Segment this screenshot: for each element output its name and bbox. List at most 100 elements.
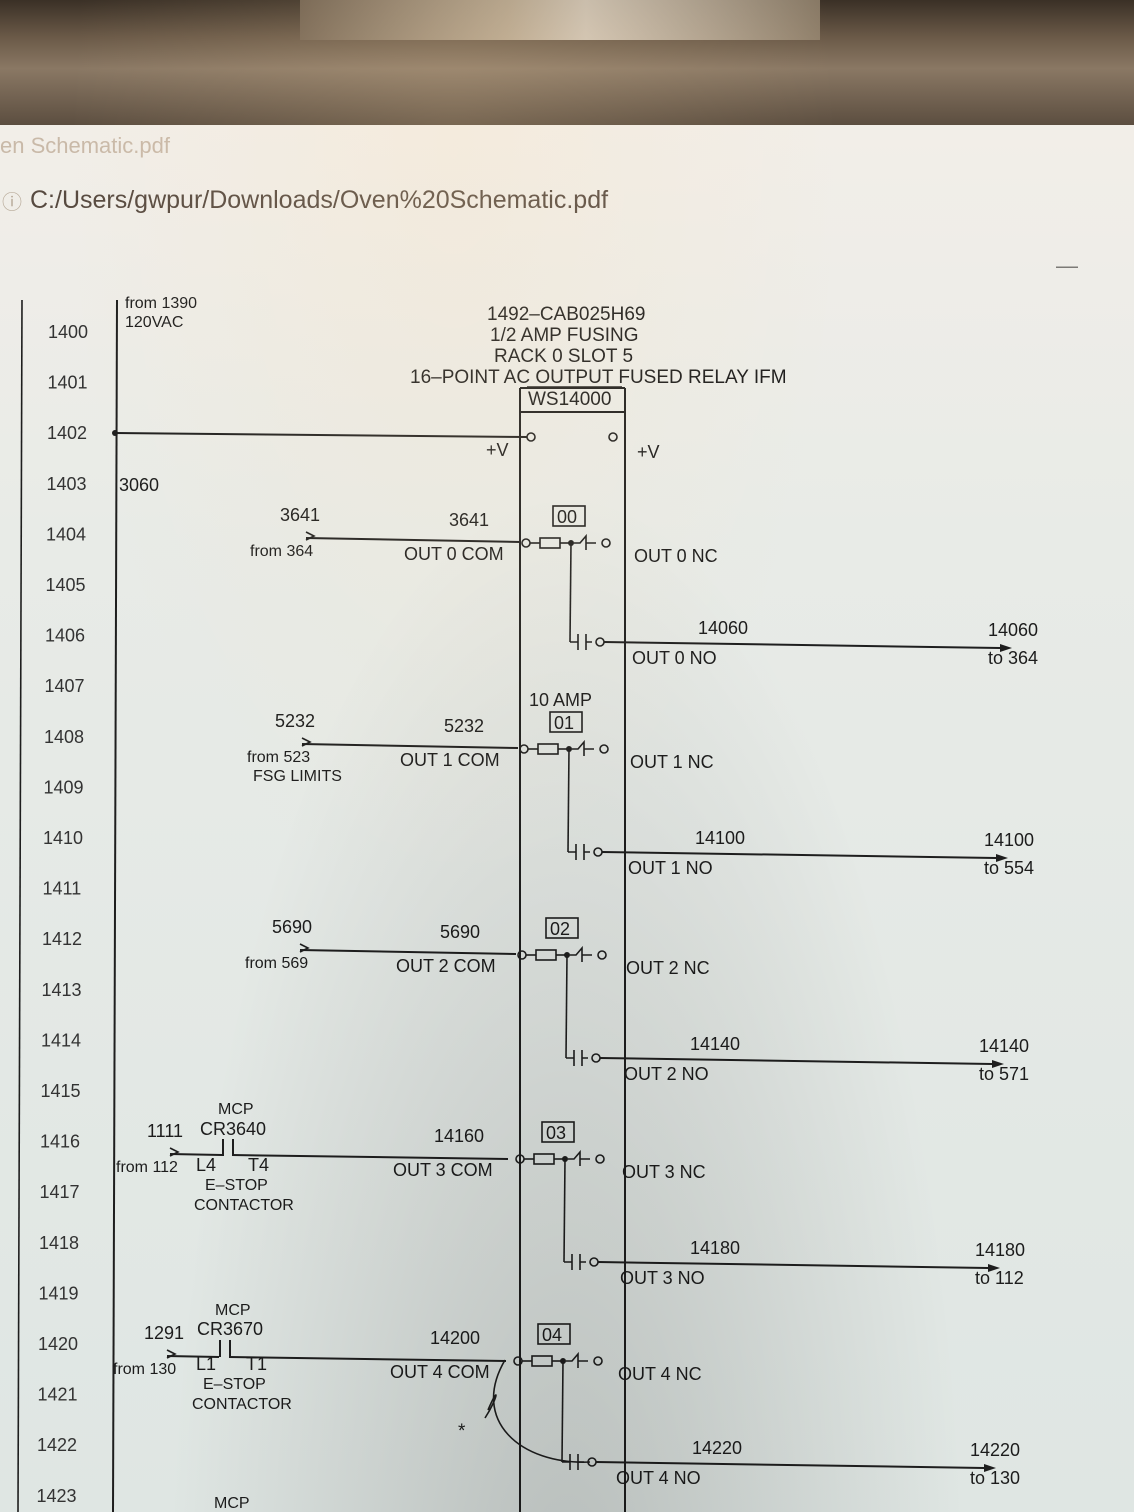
no-output-wire <box>597 1261 989 1269</box>
ladder-schematic: 1400140114021403140414051406140714081409… <box>17 295 1038 1512</box>
com-input-wire <box>305 537 521 543</box>
output-index: 03 <box>546 1123 566 1143</box>
destination-wire-number: 14220 <box>970 1440 1020 1460</box>
com-input-wire <box>299 949 517 955</box>
file-icon: ⓘ <box>2 191 22 214</box>
rung-number: 1421 <box>38 1385 78 1405</box>
no-output-wire <box>595 1461 985 1469</box>
fuse-symbol <box>537 743 559 755</box>
no-output-wire <box>599 1057 993 1065</box>
output-index: 00 <box>557 507 577 527</box>
jumper-loop <box>484 1394 497 1419</box>
module-description: 16–POINT AC OUTPUT FUSED RELAY IFM <box>410 367 787 388</box>
no-contact-symbol <box>564 1254 586 1270</box>
destination-wire-number: 14180 <box>975 1240 1025 1260</box>
output-index-box <box>549 711 583 733</box>
no-wire-number: 14060 <box>698 618 748 638</box>
no-terminal-label: OUT 0 NO <box>632 648 717 668</box>
address-url[interactable]: C:/Users/gwpur/Downloads/Oven%20Schemati… <box>30 185 609 214</box>
contactor-name-line1: E–STOP <box>205 1177 268 1194</box>
destination-rung: to 130 <box>970 1468 1020 1488</box>
nc-terminal-label: OUT 4 NC <box>618 1364 702 1384</box>
nc-terminal <box>597 950 607 960</box>
rung-number: 1412 <box>42 929 82 949</box>
destination-arrow <box>992 1060 1004 1068</box>
com-wire-number: 5232 <box>444 716 484 736</box>
output-index-box <box>537 1323 571 1345</box>
destination-rung: to 571 <box>979 1064 1029 1084</box>
left-power-rail <box>112 299 118 1512</box>
module-fusing: 1/2 AMP FUSING <box>490 325 639 346</box>
destination-arrow <box>1000 644 1012 652</box>
nc-terminal-label: OUT 2 NC <box>626 958 710 978</box>
rung-number: 1411 <box>43 879 82 899</box>
browser-tab-title[interactable]: en Schematic.pdf <box>0 133 170 158</box>
output-index-box <box>541 1121 575 1143</box>
input-wire-number: 3641 <box>280 505 320 525</box>
destination-wire-number: 14060 <box>988 620 1038 640</box>
nc-terminal-label: OUT 1 NC <box>630 752 714 772</box>
rung-number: 1405 <box>46 575 86 595</box>
output-index: 04 <box>542 1325 562 1345</box>
nc-terminal <box>601 538 611 548</box>
zoom-out-button[interactable]: — <box>1056 253 1078 278</box>
com-terminal-label: OUT 3 COM <box>393 1160 493 1180</box>
input-wire-number: 1291 <box>144 1323 184 1343</box>
no-contact-symbol <box>570 634 592 650</box>
nc-terminal <box>595 1154 605 1164</box>
fuse-symbol <box>533 1153 555 1165</box>
no-terminal-label: OUT 1 NO <box>628 858 713 878</box>
destination-arrow <box>988 1264 1000 1272</box>
no-branch-wire <box>565 954 568 1059</box>
rung-number: 1402 <box>47 423 87 443</box>
contactor-panel-label: MCP <box>218 1101 254 1118</box>
rung-number: 1407 <box>45 676 85 696</box>
wire-arrow-marker <box>305 531 316 541</box>
nc-contact-symbol <box>572 739 594 756</box>
rail-junction-dot <box>112 430 118 436</box>
com-wire-number: 3641 <box>449 510 489 530</box>
header-from-rung: from 1390 <box>125 295 197 312</box>
com-input-wire <box>169 1153 223 1156</box>
address-bar[interactable]: ⓘ C:/Users/gwpur/Downloads/Oven%20Schema… <box>0 180 1134 220</box>
com-terminal-label: OUT 1 COM <box>400 750 500 770</box>
no-branch-wire <box>561 1360 564 1463</box>
rung-number: 1423 <box>37 1486 77 1506</box>
module-part-number: 1492–CAB025H69 <box>487 304 645 325</box>
background-desk-objects <box>300 0 820 40</box>
rung-number: 1416 <box>40 1132 80 1152</box>
fuse-symbol <box>531 1355 553 1367</box>
contactor-tag: CR3640 <box>200 1119 266 1139</box>
rung-number: 1417 <box>40 1182 80 1202</box>
plus-v-right-label: +V <box>637 442 660 462</box>
rung-number: 1422 <box>37 1435 77 1455</box>
no-terminal <box>591 1053 601 1063</box>
header-supply-voltage: 120VAC <box>125 314 183 331</box>
rung-number: 1404 <box>46 524 86 544</box>
no-contact-symbol <box>566 1050 588 1066</box>
input-wire-number: 1111 <box>147 1121 183 1141</box>
wire-arrow-marker <box>169 1147 180 1157</box>
nc-terminal <box>599 744 609 754</box>
rung-number: 1419 <box>39 1283 79 1303</box>
output-index-box <box>545 917 579 939</box>
jumper-arc <box>492 1359 591 1463</box>
fuse-symbol <box>539 537 561 549</box>
com-input-wire <box>228 1356 507 1362</box>
nc-contact-symbol <box>574 533 596 550</box>
input-from-label: from 112 <box>116 1159 178 1176</box>
nc-contact-symbol <box>566 1351 588 1368</box>
nc-terminal-label: OUT 3 NC <box>622 1162 706 1182</box>
no-wire-number: 14140 <box>690 1034 740 1054</box>
rung-number: 1418 <box>39 1233 79 1253</box>
plus-v-feed-wire <box>114 432 528 438</box>
rung-number: 1401 <box>48 373 88 393</box>
contactor-cr3670: MCP CR3670 L1 T1 E–STOP CONTACTOR <box>192 1302 292 1413</box>
no-wire-number: 14220 <box>692 1438 742 1458</box>
destination-arrow <box>984 1464 996 1472</box>
